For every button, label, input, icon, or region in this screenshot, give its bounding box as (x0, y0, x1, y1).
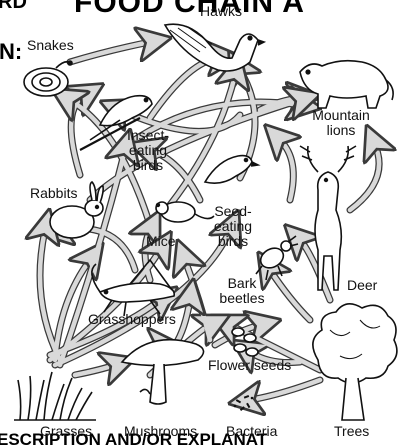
label-bark-beetles: Bark beetles (218, 276, 266, 306)
mountain-lion-illustration (300, 61, 393, 108)
seed-eating-bird-illustration (205, 156, 258, 184)
label-rabbits: Rabbits (30, 186, 77, 201)
label-snakes: Snakes (27, 38, 74, 53)
label-seed-eating-birds: Seed- eating birds (208, 204, 258, 249)
label-mushrooms: Mushrooms (124, 424, 197, 439)
label-bacteria: Bacteria (226, 424, 277, 439)
label-grasshoppers: Grasshoppers (88, 312, 176, 327)
label-hawks: Hawks (200, 4, 242, 19)
hawk-illustration (165, 24, 264, 71)
trees-illustration (313, 304, 397, 420)
label-trees: Trees (334, 424, 369, 439)
mouse-illustration (156, 202, 214, 222)
label-insect-eating-birds: Insect- eating birds (120, 128, 176, 173)
bark-beetle-illustration (256, 236, 298, 280)
grasses-illustration (14, 372, 96, 420)
label-grasses: Grasses (40, 424, 92, 439)
deer-illustration (300, 146, 356, 290)
snake-illustration (24, 61, 72, 96)
label-deer: Deer (347, 278, 377, 293)
label-mice: Mice (146, 234, 176, 249)
label-mountain-lions: Mountain lions (308, 108, 374, 138)
label-flower-seeds: Flower seeds (208, 358, 291, 373)
mushroom-illustration (122, 340, 204, 404)
